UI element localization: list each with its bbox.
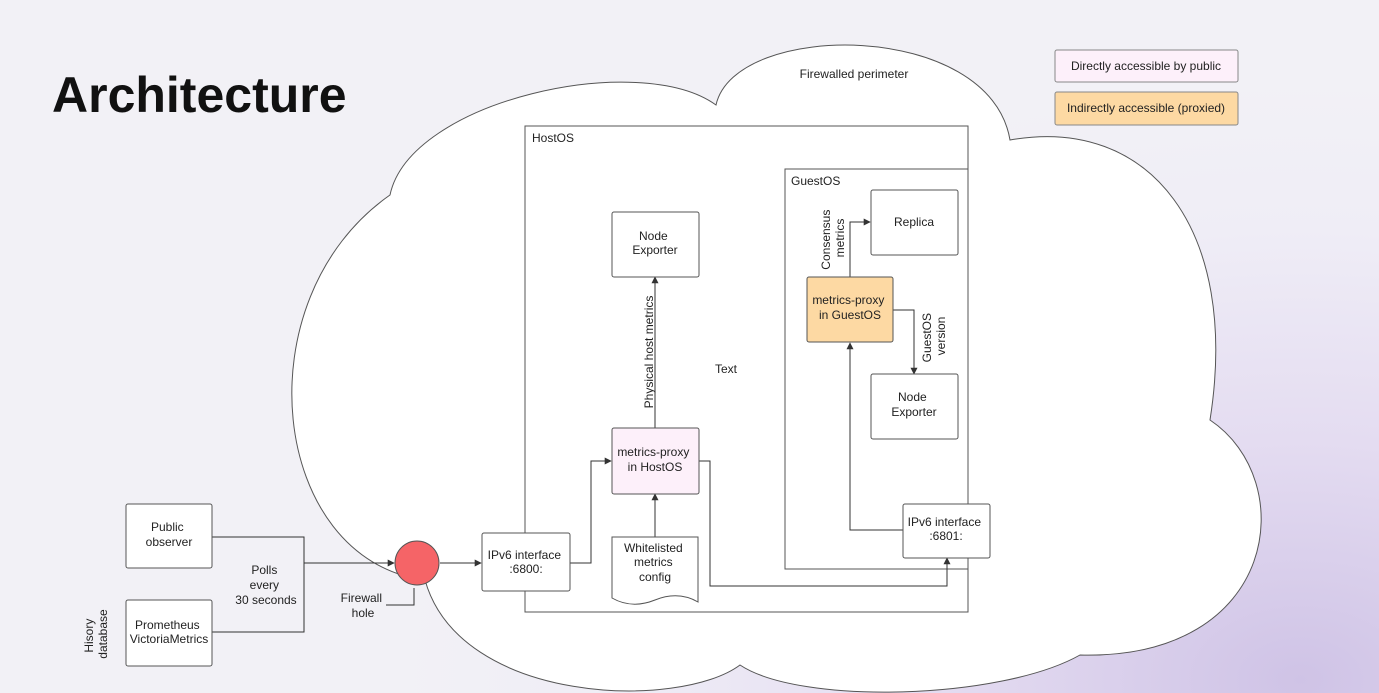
edge-6800-to-hostproxy [570,457,612,564]
replica-label: Replica [894,215,934,229]
edge-public-observer [212,536,305,563]
whitelist-line: metrics [634,555,673,569]
whitelist-line: Whitelisted [624,541,683,555]
legend-proxied-label: Indirectly accessible (proxied) [1067,101,1225,115]
svg-text:Public observer: Public observer [146,520,193,549]
node-public-observer: Public observer [125,503,213,569]
guestos-version-line: version [934,317,948,356]
polls-line: every [250,578,279,592]
edges [212,218,951,633]
legend-public-swatch [1054,49,1239,83]
node-prometheus: Prometheus VictoriaMetrics [125,599,213,667]
node-whitelist-config: Whitelisted metrics config [611,536,699,605]
svg-text:metrics-proxy in GuestOS: metrics-proxy in GuestOS [812,293,887,322]
node-metrics-proxy-guestos: metrics-proxy in GuestOS [806,276,894,343]
node-replica: Replica [870,189,959,256]
guest-node-exporter-line: Exporter [891,405,936,419]
edge-guestproxy-to-nodeexporter [893,309,918,375]
public-observer-line: Public [151,520,184,534]
node-ipv6-6800: IPv6 interface :6800: [481,532,571,592]
firewall-hole [394,540,440,586]
svg-text:Prometheus VictoriaMetri: Prometheus VictoriaMetrics [130,618,208,646]
guestos-label: GuestOS [791,174,840,188]
edge-hostproxy-to-6801 [699,460,951,587]
polls-line: Polls [251,563,277,577]
node-ipv6-6801: IPv6 interface :6801: [902,503,991,559]
legend-public-label: Directly accessible by public [1071,59,1221,73]
ipv6-6800-line: IPv6 interface [488,548,562,562]
public-observer-line: observer [146,535,193,549]
firewall-hole-line: Firewall [341,591,382,605]
svg-text:IPv6 interface :6801:: IPv6 interface :6801: [908,515,985,543]
host-node-exporter-line: Exporter [632,243,677,257]
legend: Directly accessible by public Indirectly… [1054,49,1239,126]
hostos-label: HostOS [532,131,574,145]
perimeter-label: Firewalled perimeter [800,67,909,81]
guestos-version-line: GuestOS [920,313,934,362]
prometheus-line: Prometheus [135,618,200,632]
edge-guestproxy-to-replica [849,218,871,277]
host-node-exporter-line: Node [639,229,668,243]
consensus-line: Consensus [819,210,833,270]
ipv6-6801-line: IPv6 interface [908,515,982,529]
legend-proxied-swatch [1054,91,1239,126]
ipv6-6801-line: :6801: [929,529,962,543]
polls-line: 30 seconds [235,593,296,607]
text-label: Text [715,362,738,376]
guestos-version-label: GuestOS version [920,310,948,363]
node-host-node-exporter: Node Exporter [611,211,700,278]
edge-hole-label [386,588,415,606]
svg-text:Whitelisted metrics: Whitelisted metrics config [624,541,686,584]
guest-proxy-line: in GuestOS [819,308,881,322]
history-database-label: Hisory database [82,609,110,659]
ipv6-6800-line: :6800: [509,562,542,576]
svg-text:Node Exporter: Node Exporter [632,229,677,257]
svg-text:metrics-proxy in HostOS: metrics-proxy in HostOS [617,445,692,474]
physical-host-metrics-label: Physical host metrics [642,296,656,409]
firewall-hole-label: Firewall hole [341,591,386,620]
edge-prometheus [212,563,305,633]
node-guest-node-exporter: Node Exporter [870,373,959,440]
page-title: Architecture [52,67,347,123]
history-db-line: Hisory [82,619,96,653]
edge-6801-to-guestproxy [846,342,903,531]
host-proxy-line: metrics-proxy [617,445,689,459]
firewall-hole-line: hole [352,606,375,620]
svg-text:IPv6 interface :6800:: IPv6 interface :6800: [488,548,565,576]
node-metrics-proxy-hostos: metrics-proxy in HostOS [611,427,700,495]
host-proxy-line: in HostOS [628,460,683,474]
guest-proxy-line: metrics-proxy [812,293,884,307]
svg-text:Node Exporter: Node Exporter [891,390,936,419]
history-db-line: database [96,609,110,659]
consensus-line: metrics [833,219,847,258]
consensus-metrics-label: Consensus metrics [819,206,847,269]
polls-label: Polls every 30 seconds [235,563,296,607]
prometheus-line: VictoriaMetrics [130,632,208,646]
whitelist-line: config [639,570,671,584]
guest-node-exporter-line: Node [898,390,927,404]
